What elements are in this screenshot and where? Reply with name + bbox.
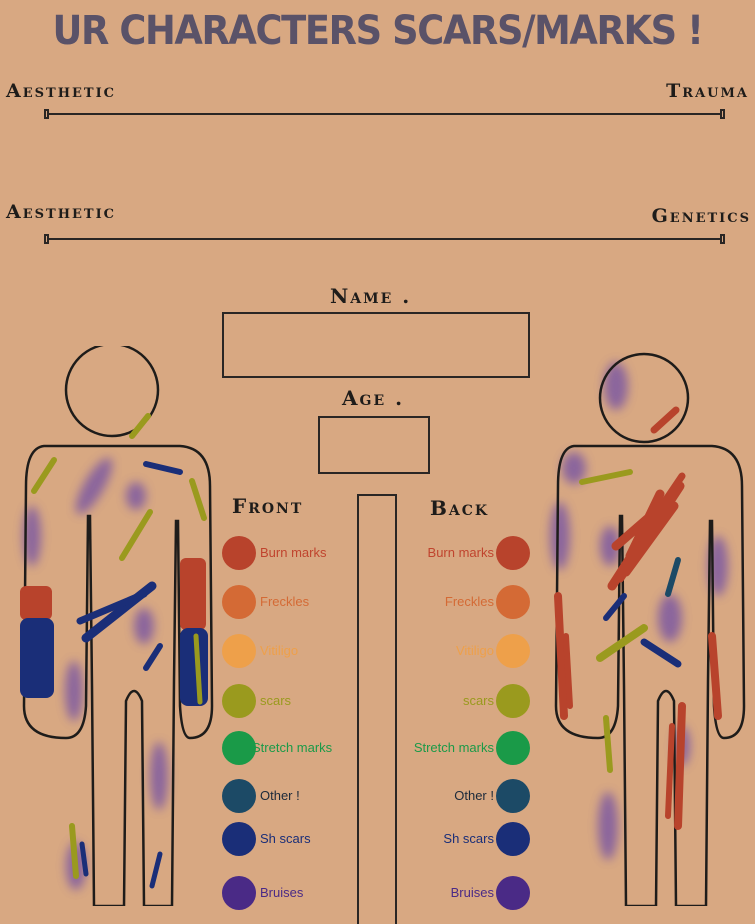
front-column-header: Front (232, 494, 304, 518)
page-title: UR CHARACTERS SCARS/MARKS ! (52, 8, 703, 54)
front-legend-swatch-vitiligo[interactable] (222, 634, 256, 668)
back-legend-swatch-sh-scars[interactable] (496, 822, 530, 856)
scale-1-left-label: Aesthetic (6, 80, 117, 102)
back-legend-swatch-burn-marks[interactable] (496, 536, 530, 570)
back-legend-label-bruises: Bruises (450, 885, 494, 900)
front-legend-label-burn-marks: Burn marks (260, 545, 327, 560)
front-legend-swatch-other[interactable] (222, 779, 256, 813)
name-field[interactable] (222, 312, 530, 378)
name-label: Name . (330, 284, 412, 308)
front-scar-strokes (20, 413, 208, 889)
front-legend-label-scars: scars (260, 693, 292, 708)
front-legend-swatch-bruises[interactable] (222, 876, 256, 910)
back-bruise-marks (550, 362, 728, 860)
back-legend-swatch-other[interactable] (496, 779, 530, 813)
front-legend-swatch-sh-scars[interactable] (222, 822, 256, 856)
front-legend-label-vitiligo: Vitiligo (260, 643, 299, 658)
back-legend-label-sh-scars: Sh scars (443, 831, 494, 846)
back-legend-swatch-stretch-marks[interactable] (496, 731, 530, 765)
back-legend-label-scars: scars (462, 693, 494, 708)
front-legend-label-bruises: Bruises (260, 885, 304, 900)
front-legend-swatch-stretch-marks[interactable] (222, 731, 256, 765)
scale-2-track[interactable] (48, 238, 722, 240)
scale-1-right-label: Trauma (666, 80, 749, 102)
front-body-figure[interactable] (4, 346, 234, 906)
back-legend-swatch-vitiligo[interactable] (496, 634, 530, 668)
front-body-outline (22, 346, 214, 906)
front-legend-label-freckles: Freckles (260, 594, 310, 609)
back-legend-label-burn-marks: Burn marks (427, 545, 494, 560)
back-legend-swatch-freckles[interactable] (496, 585, 530, 619)
back-legend-label-stretch-marks: Stretch marks (413, 740, 494, 755)
scale-1-right-handle[interactable] (720, 109, 725, 119)
scale-2-right-label: Genetics (651, 205, 751, 227)
back-body-figure[interactable] (530, 346, 755, 906)
age-label: Age . (342, 386, 405, 410)
back-legend-label-vitiligo: Vitiligo (455, 643, 494, 658)
back-legend-label-freckles: Freckles (444, 594, 494, 609)
back-legend-label-other: Other ! (454, 788, 494, 803)
column-divider (357, 494, 397, 924)
front-legend-label-stretch-marks: Stretch marks (252, 740, 333, 755)
front-legend-swatch-freckles[interactable] (222, 585, 256, 619)
back-column-header: Back (430, 496, 490, 520)
scale-2-right-handle[interactable] (720, 234, 725, 244)
back-legend-swatch-scars[interactable] (496, 684, 530, 718)
scale-2-left-label: Aesthetic (6, 201, 117, 223)
front-legend-label-other: Other ! (260, 788, 300, 803)
back-legend-swatch-bruises[interactable] (496, 876, 530, 910)
back-scar-strokes (554, 406, 722, 830)
scale-1-track[interactable] (48, 113, 722, 115)
front-legend-label-sh-scars: Sh scars (260, 831, 311, 846)
age-field[interactable] (318, 416, 430, 474)
front-legend-swatch-scars[interactable] (222, 684, 256, 718)
back-body-outline (554, 352, 746, 906)
front-legend-swatch-burn-marks[interactable] (222, 536, 256, 570)
